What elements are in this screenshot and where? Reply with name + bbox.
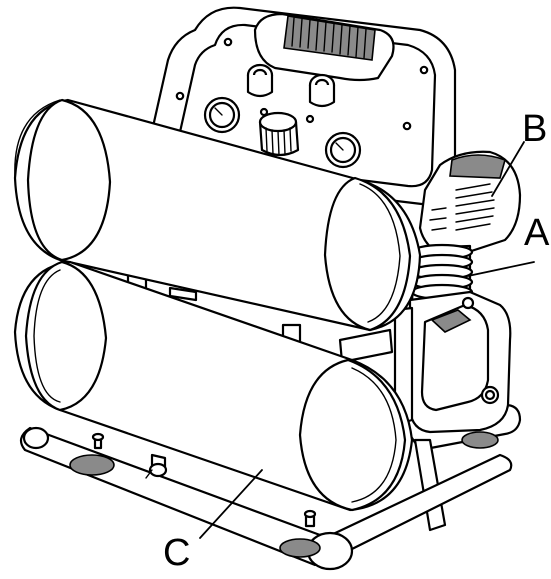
callout-c: C (163, 532, 191, 574)
frame-bolt (91, 432, 105, 450)
pressure-gauge-right (324, 131, 362, 169)
rubber-foot (461, 431, 499, 449)
callout-a: A (524, 212, 550, 254)
drain-valve (145, 453, 168, 479)
pressure-gauge-left (203, 96, 241, 134)
screw (223, 37, 233, 47)
screw (402, 121, 412, 131)
screw (175, 91, 185, 101)
quick-coupler-right (308, 73, 336, 108)
callout-b: B (522, 108, 548, 150)
upper-air-tank (13, 98, 422, 332)
screw (305, 114, 315, 124)
frame-bolt (303, 509, 317, 528)
lower-air-tank (13, 260, 414, 528)
regulator-knob (258, 111, 300, 157)
pump-crankcase (393, 290, 512, 434)
rubber-foot (69, 454, 115, 476)
quick-coupler-left (246, 63, 274, 98)
pump-cylinder (410, 243, 474, 304)
handle-grip (283, 15, 376, 61)
screw (259, 107, 269, 117)
base-frame (19, 403, 522, 571)
screw (419, 65, 429, 75)
leader-lines (199, 141, 535, 539)
rubber-foot (279, 538, 321, 558)
